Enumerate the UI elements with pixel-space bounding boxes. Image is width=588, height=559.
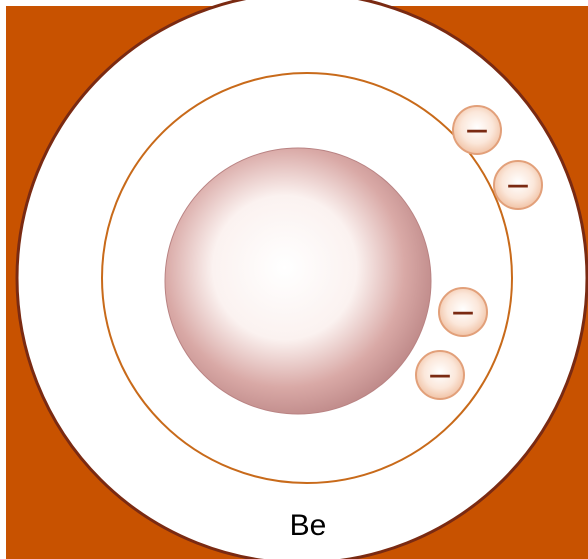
electron-4: — — [416, 351, 464, 399]
element-label: Be — [290, 509, 327, 542]
electron-charge-label: — — [507, 173, 529, 198]
electron-charge-label: — — [429, 363, 451, 388]
electron-2: — — [494, 161, 542, 209]
electron-charge-label: — — [466, 118, 488, 143]
nucleus — [165, 148, 431, 414]
electron-charge-label: — — [452, 300, 474, 325]
electron-1: — — [453, 106, 501, 154]
electron-3: — — [439, 288, 487, 336]
